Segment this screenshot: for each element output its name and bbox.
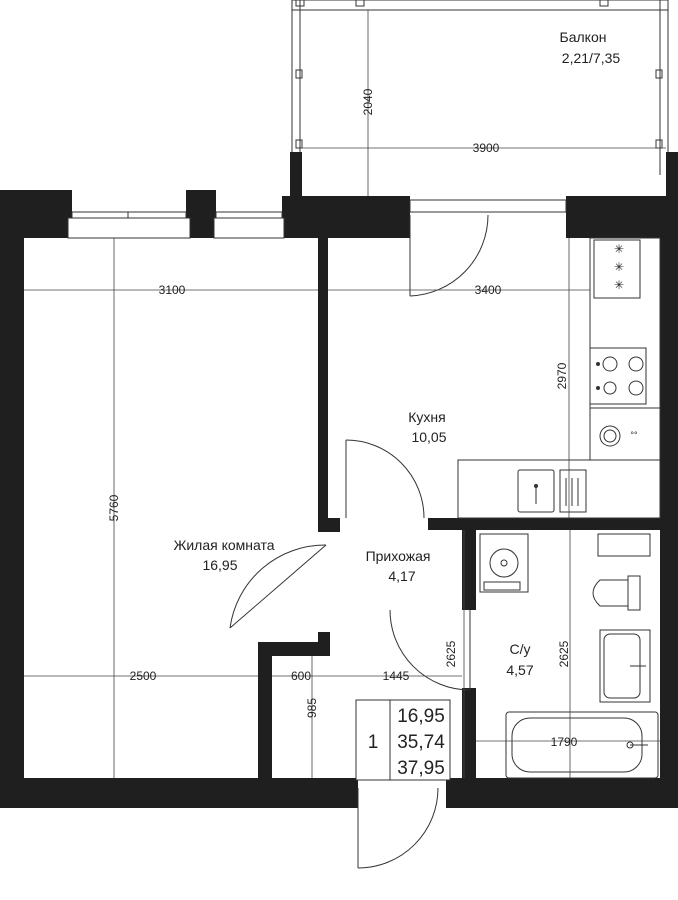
total-area-value: 35,74: [397, 732, 445, 753]
balcony: [290, 0, 678, 201]
star-icon: ✳: [614, 278, 624, 292]
kitchen-fixtures: ✳ ✳ ✳ °°: [457, 237, 661, 519]
dim-living-depth: 5760: [107, 494, 121, 521]
dimension-lines: [24, 10, 666, 778]
balcony-name: Балкон: [560, 29, 607, 45]
dim-balcony-depth: 2040: [361, 88, 375, 115]
svg-text:°°: °°: [630, 430, 638, 440]
hall-name: Прихожая: [366, 548, 431, 564]
doors: [229, 214, 489, 869]
star-icon: ✳: [614, 242, 624, 256]
dim-living-lower-width: 2500: [130, 669, 157, 683]
rooms-count: 1: [368, 732, 379, 753]
kitchen-name: Кухня: [408, 409, 445, 425]
dim-niche-width: 600: [291, 669, 311, 683]
total-with-balcony-value: 37,95: [397, 758, 445, 779]
summary-table: 1 16,95 35,74 37,95: [368, 700, 445, 780]
windows: [67, 199, 567, 239]
star-icon: ✳: [614, 260, 624, 274]
balcony-left-post: [290, 152, 302, 200]
walls: [0, 190, 678, 808]
living-name: Жилая комната: [173, 537, 274, 553]
bath-name: С/у: [510, 641, 531, 657]
dim-hall-depth: 2625: [444, 640, 458, 667]
dimension-labels: 2040 3900 3100 3400 2970 5760 2500 600 1…: [107, 88, 578, 749]
dim-bath-depth: 2625: [557, 640, 571, 667]
living-area: 16,95: [202, 557, 237, 573]
dim-bathtub-length: 1790: [551, 735, 578, 749]
dim-niche-depth: 985: [305, 698, 319, 718]
bathroom-fixtures: [479, 533, 659, 779]
balcony-right-post: [666, 152, 678, 200]
dim-kitchen-width: 3400: [475, 283, 502, 297]
dim-kitchen-depth: 2970: [555, 362, 569, 389]
bath-area: 4,57: [506, 662, 533, 678]
dim-living-width: 3100: [159, 283, 186, 297]
living-area-value: 16,95: [397, 706, 445, 727]
room-labels: Балкон 2,21/7,35 Кухня 10,05 Жилая комна…: [173, 29, 620, 678]
dim-hall-width: 1445: [383, 669, 410, 683]
kitchen-area: 10,05: [411, 429, 446, 445]
balcony-area: 2,21/7,35: [562, 50, 621, 66]
dim-balcony-width: 3900: [473, 141, 500, 155]
hall-area: 4,17: [388, 568, 415, 584]
